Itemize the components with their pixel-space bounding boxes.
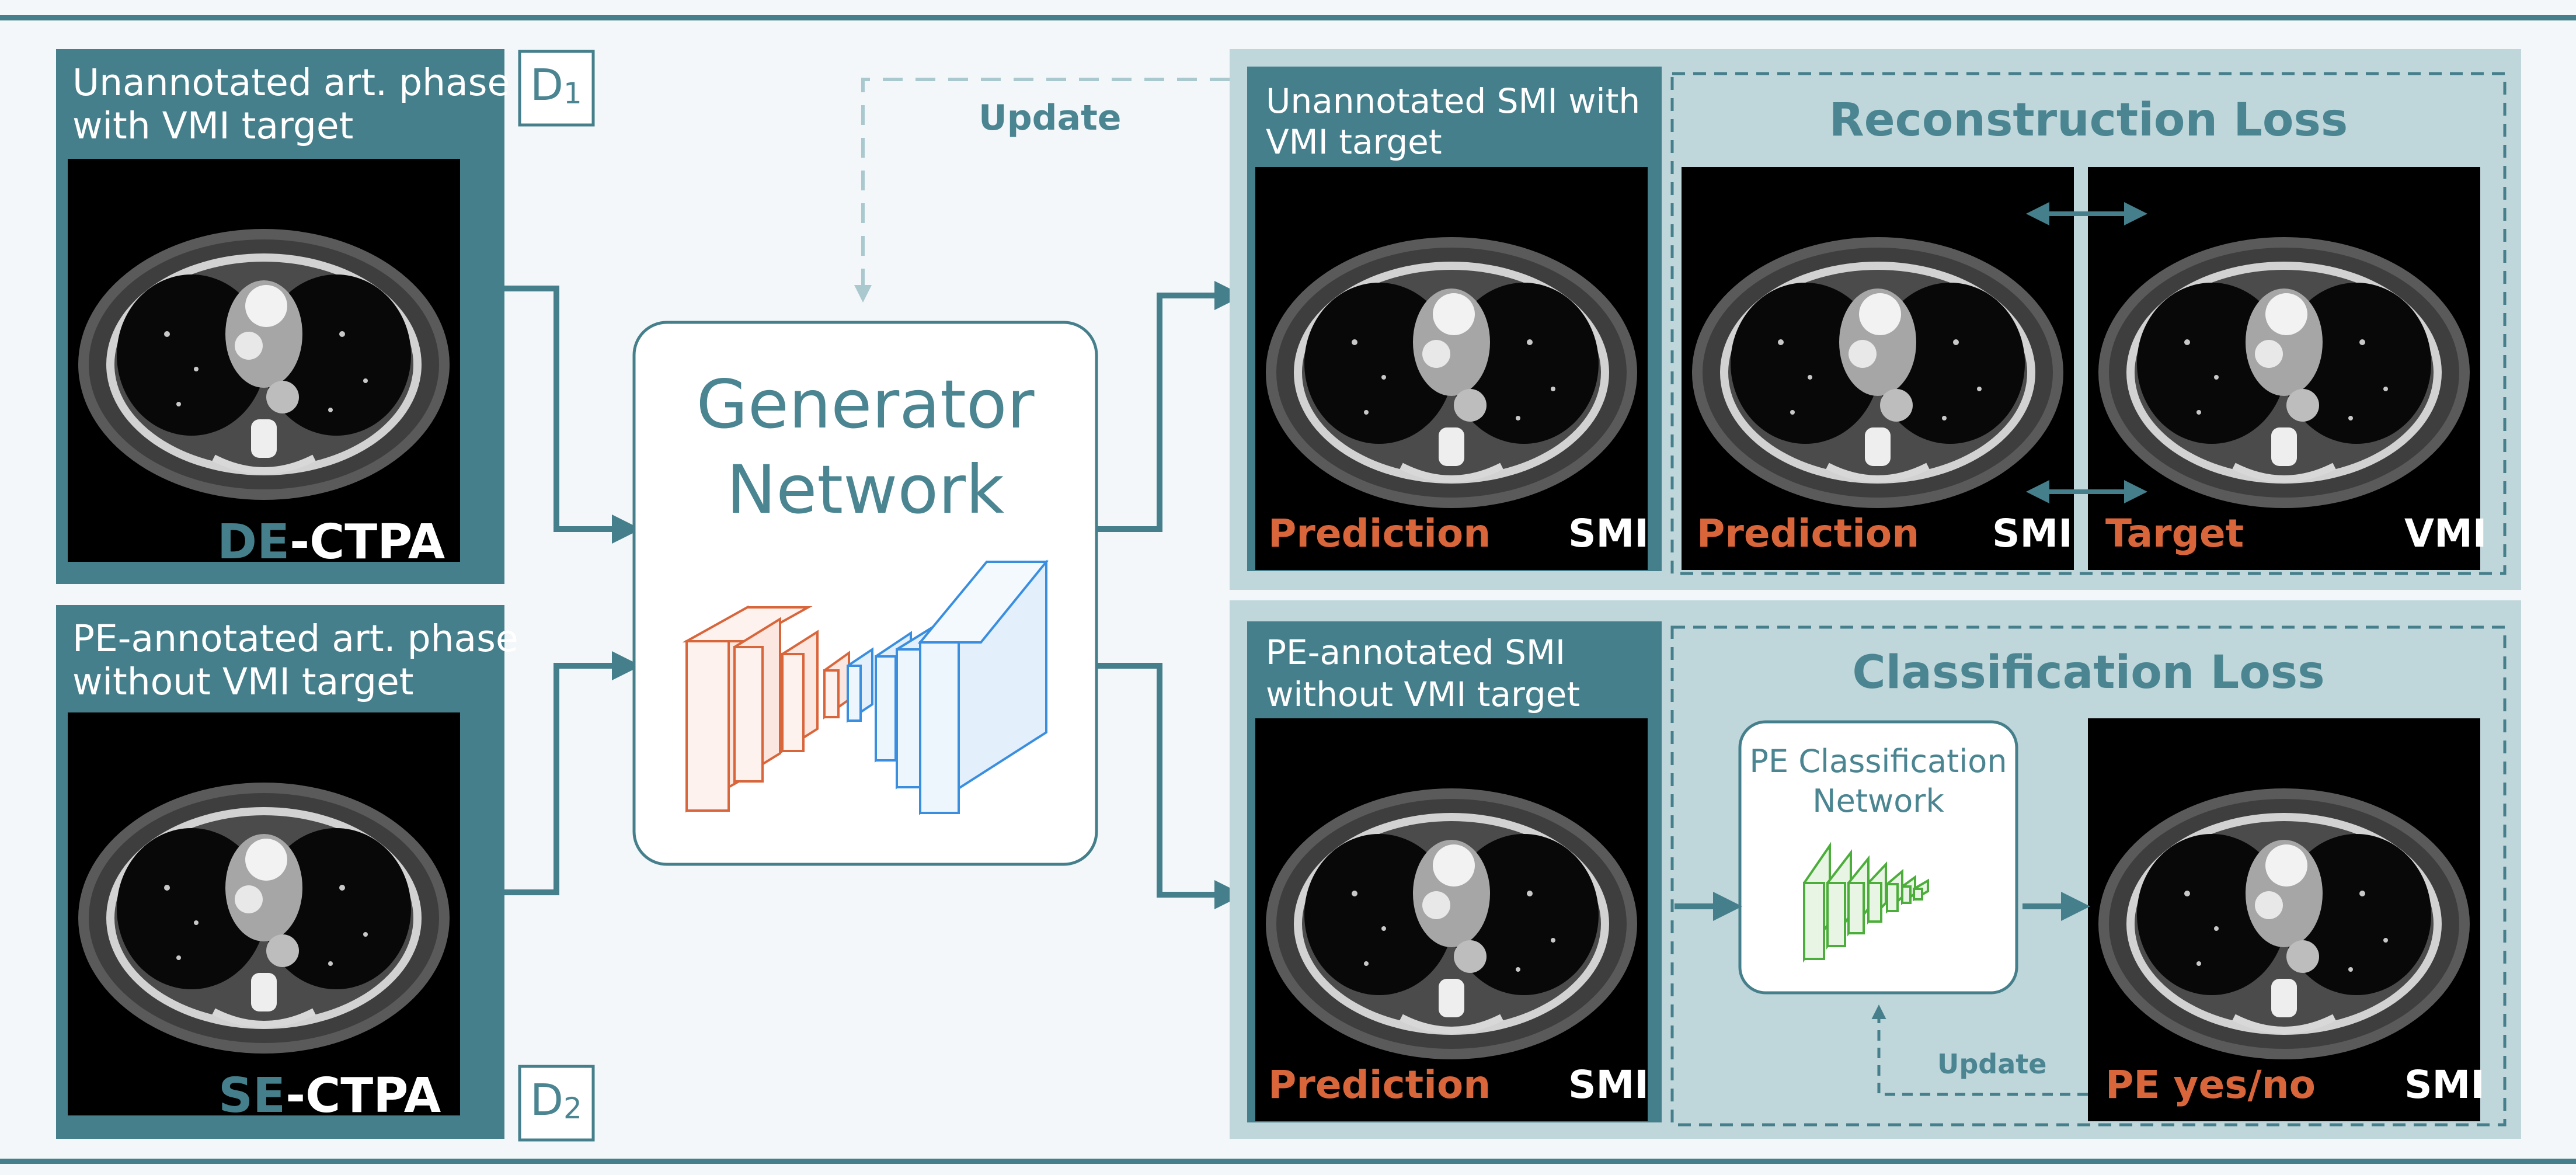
- de-ctpa-label: DE-CTPA: [217, 515, 445, 570]
- cls-prediction-label: Prediction: [1268, 1062, 1491, 1107]
- connector-d2-to-generator: [504, 651, 641, 895]
- recon-prediction-label: Prediction: [1268, 511, 1491, 556]
- connector-generator-to-classification: [1096, 663, 1244, 909]
- dataset-letter-d1: D: [530, 60, 563, 110]
- update-label-bottom: Update: [1937, 1048, 2047, 1080]
- cls-prediction-tag: SMI: [1568, 1062, 1649, 1107]
- pe-classification-network-line2: Network: [1812, 782, 1944, 819]
- update-arrow-top: [854, 78, 1230, 303]
- de-ctpa-suffix: -CTPA: [290, 515, 445, 570]
- top-rule: [0, 15, 2576, 20]
- bottom-rule: [0, 1159, 2576, 1164]
- connector-d1-to-generator: [504, 286, 641, 544]
- pe-output-label: PE yes/no: [2105, 1062, 2316, 1107]
- cls-caption-line1: PE-annotated SMI: [1266, 632, 1566, 672]
- d1-caption-line1: Unannotated art. phase: [72, 61, 510, 104]
- se-ctpa-label: SE-CTPA: [218, 1068, 441, 1124]
- recon-caption-line1: Unannotated SMI with: [1266, 81, 1641, 121]
- pe-classification-network-label: PE Classification Network: [1740, 742, 2017, 821]
- se-ctpa-suffix: -CTPA: [286, 1068, 441, 1124]
- dataset-index-d1: 1: [563, 77, 582, 110]
- dataset-label-d1: D1: [530, 60, 582, 110]
- update-label-top: Update: [979, 98, 1122, 138]
- reconstruction-loss-title: Reconstruction Loss: [1829, 94, 2348, 147]
- se-ctpa-prefix: SE: [218, 1068, 286, 1124]
- dataset-box-d1: [518, 50, 595, 127]
- classifier-network-icon: [1803, 842, 1929, 963]
- dataset-box-d2: [518, 1065, 595, 1142]
- d2-caption-line1: PE-annotated art. phase: [72, 617, 518, 660]
- generator-decoder-icon: [847, 559, 1049, 815]
- recon-loss-prediction-label: Prediction: [1697, 511, 1920, 556]
- dataset-label-d2: D2: [530, 1075, 582, 1125]
- generator-title-line2: Network: [726, 450, 1004, 529]
- recon-caption-line2: VMI target: [1266, 122, 1442, 162]
- recon-prediction-tag: SMI: [1568, 511, 1649, 556]
- classification-loss-box: [1670, 625, 2507, 1127]
- de-ctpa-prefix: DE: [217, 515, 290, 570]
- classification-loss-title: Classification Loss: [1852, 646, 2325, 699]
- cls-caption-line2: without VMI target: [1266, 675, 1581, 714]
- d2-caption-line2: without VMI target: [72, 660, 414, 703]
- generator-title-line1: Generator: [696, 366, 1035, 443]
- recon-target-label: Target: [2105, 511, 2244, 556]
- reconstruction-loss-box: [1670, 72, 2507, 575]
- generator-encoder-icon: [682, 605, 850, 813]
- recon-loss-prediction-tag: SMI: [1992, 511, 2073, 556]
- pe-classification-network-line1: PE Classification: [1749, 743, 2007, 780]
- dataset-letter-d2: D: [530, 1075, 563, 1125]
- loss-compare-arrows: [2026, 202, 2147, 503]
- d1-caption-line2: with VMI target: [72, 105, 354, 147]
- dataset-index-d2: 2: [563, 1091, 582, 1125]
- recon-target-tag: VMI: [2404, 511, 2487, 556]
- pe-output-tag: SMI: [2404, 1062, 2485, 1107]
- connector-generator-to-reconstruction: [1096, 281, 1244, 532]
- generator-title: Generator Network: [634, 362, 1096, 533]
